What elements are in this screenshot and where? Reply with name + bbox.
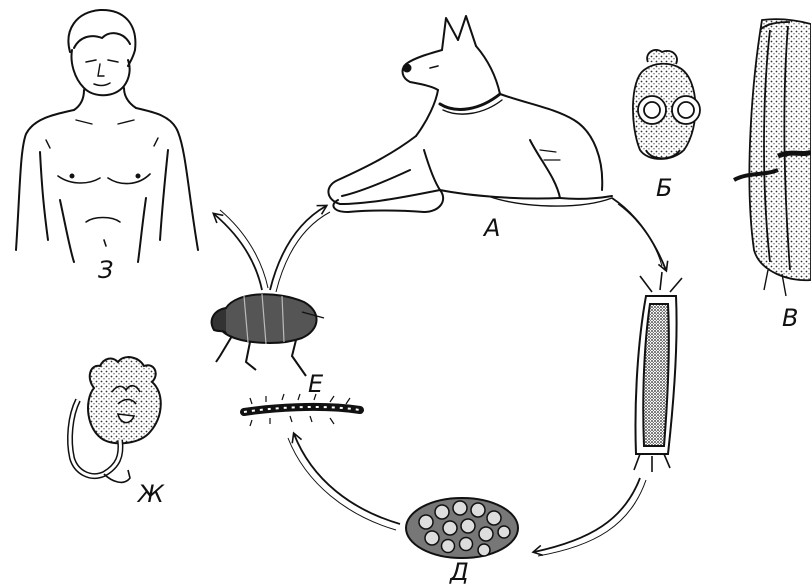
label-human: З bbox=[98, 256, 113, 284]
label-segment: В bbox=[782, 304, 798, 332]
arrow-egg-to-larva bbox=[294, 434, 400, 524]
flea bbox=[212, 294, 324, 376]
label-egg-capsule: Д bbox=[449, 558, 469, 586]
arrow-proglottid-to-egg bbox=[534, 478, 640, 552]
egg-capsule bbox=[406, 498, 518, 558]
dog-figure bbox=[328, 16, 612, 212]
flea-larva bbox=[244, 394, 360, 426]
arrow-flea-to-dog bbox=[270, 206, 326, 290]
cysticercoid bbox=[70, 357, 161, 482]
label-flea-larva: Е bbox=[308, 370, 324, 398]
human-figure bbox=[16, 10, 198, 262]
label-head: Б bbox=[656, 174, 672, 202]
gravid-proglottid bbox=[634, 272, 682, 472]
label-cysticercoid: Ж bbox=[136, 480, 165, 508]
label-dog: А bbox=[482, 214, 500, 242]
arrow-dog-to-proglottid bbox=[612, 198, 666, 270]
mature-segment bbox=[734, 19, 811, 296]
tapeworm-head bbox=[633, 50, 700, 159]
